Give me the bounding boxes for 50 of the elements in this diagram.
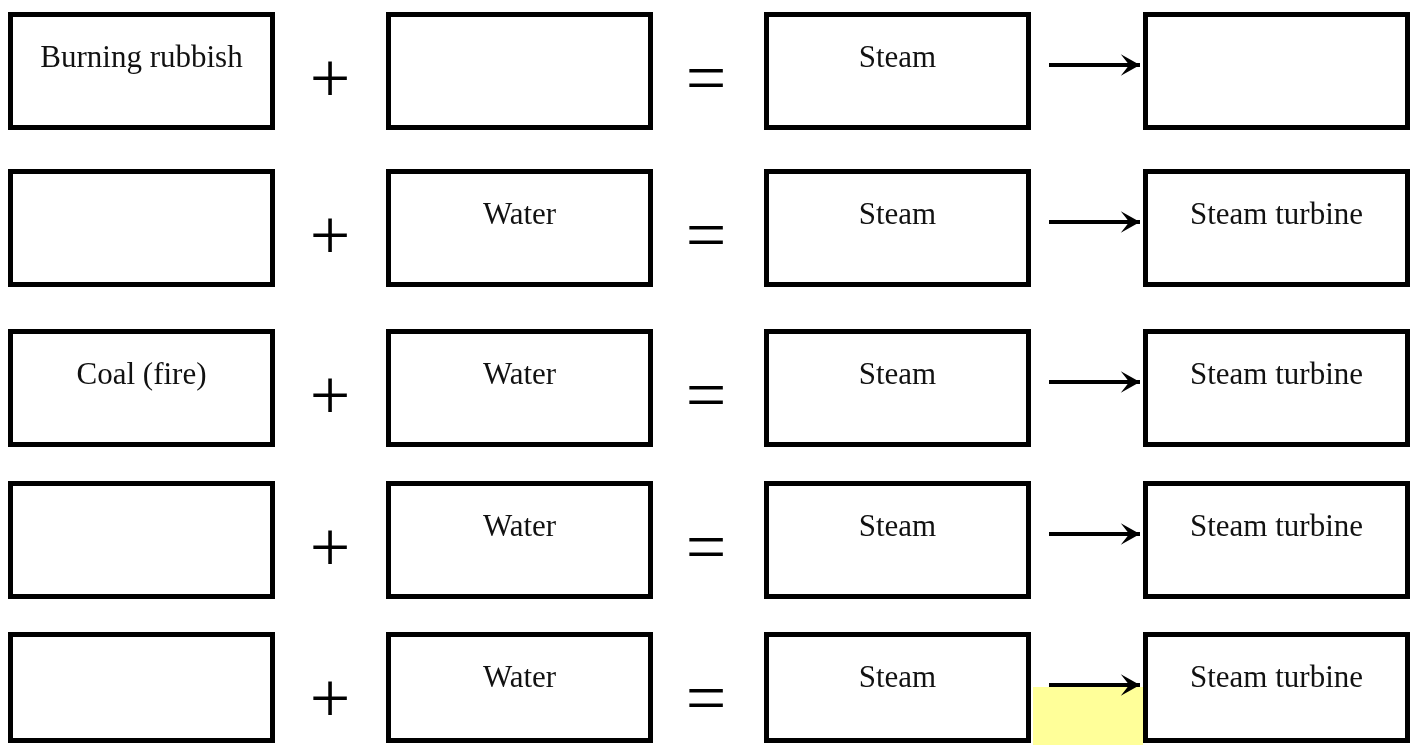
text-box — [764, 169, 1031, 287]
text-box — [386, 329, 653, 447]
equals-sign: = — [684, 42, 728, 114]
box-label: Steam — [857, 39, 938, 75]
answer-box — [8, 632, 275, 743]
box-label: Steam turbine — [1188, 659, 1364, 695]
answer-box — [386, 12, 653, 130]
arrow — [1049, 371, 1140, 393]
text-box — [764, 481, 1031, 599]
box-label: Steam turbine — [1188, 508, 1364, 544]
equals-sign: = — [684, 662, 728, 734]
box-label: Steam — [857, 659, 938, 695]
text-box — [386, 169, 653, 287]
plus-sign: + — [308, 359, 352, 431]
box-label: Steam turbine — [1188, 196, 1364, 232]
text-box — [1143, 329, 1410, 447]
text-box — [1143, 481, 1410, 599]
box-label: Water — [481, 508, 558, 544]
text-box — [1143, 632, 1410, 743]
box-label: Steam — [857, 508, 938, 544]
answer-box — [8, 481, 275, 599]
text-box — [1143, 169, 1410, 287]
equals-sign: = — [684, 511, 728, 583]
box-label: Water — [481, 659, 558, 695]
arrow — [1049, 54, 1140, 76]
answer-box — [1143, 12, 1410, 130]
text-box — [8, 329, 275, 447]
plus-sign: + — [308, 511, 352, 583]
arrow — [1049, 211, 1140, 233]
box-label: Steam — [857, 356, 938, 392]
box-label: Steam — [857, 196, 938, 232]
answer-box — [8, 169, 275, 287]
text-box — [764, 12, 1031, 130]
text-box — [764, 329, 1031, 447]
equals-sign: = — [684, 359, 728, 431]
plus-sign: + — [308, 662, 352, 734]
text-box — [386, 632, 653, 743]
text-box — [8, 12, 275, 130]
box-label: Burning rubbish — [39, 39, 244, 75]
text-box — [386, 481, 653, 599]
text-box — [764, 632, 1031, 743]
arrow — [1049, 674, 1140, 696]
equals-sign: = — [684, 199, 728, 271]
plus-sign: + — [308, 199, 352, 271]
plus-sign: + — [308, 42, 352, 114]
box-label: Coal (fire) — [75, 356, 208, 392]
box-label: Steam turbine — [1188, 356, 1364, 392]
box-label: Water — [481, 196, 558, 232]
arrow — [1049, 523, 1140, 545]
box-label: Water — [481, 356, 558, 392]
